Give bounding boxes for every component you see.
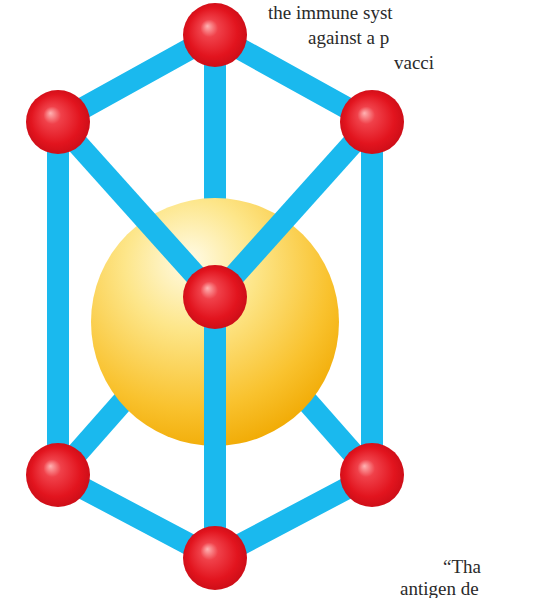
front-edges: [58, 35, 372, 558]
text-fragment: vacci: [394, 52, 434, 74]
text-fragment: antigen de: [400, 578, 479, 598]
vertex-balls: [26, 3, 404, 590]
text-fragment: against a p: [308, 27, 389, 49]
text-fragment: “Tha: [443, 556, 481, 578]
text-fragment: the immune syst: [268, 2, 393, 24]
